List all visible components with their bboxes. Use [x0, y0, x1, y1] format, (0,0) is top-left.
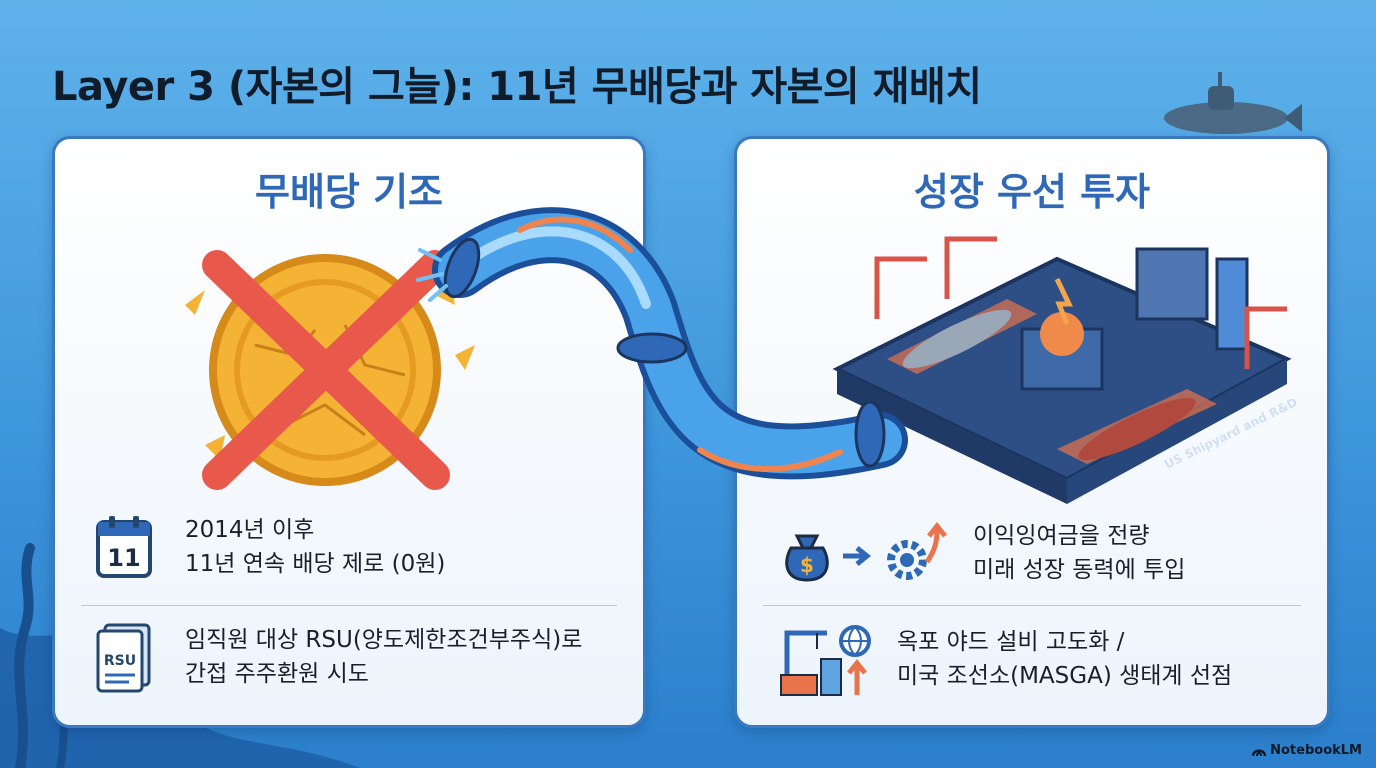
capital-flow-pipe: [416, 207, 908, 480]
item-line: 옥포 야드 설비 고도화 /: [897, 629, 1125, 655]
no-dividend-heading: 무배당 기조: [254, 170, 444, 214]
list-item: 11 2014년 이후 11년 연속 배당 제로 (0원): [95, 513, 623, 581]
rsu-label: RSU: [104, 653, 136, 669]
page-title: Layer 3 (자본의 그늘): 11년 무배당과 자본의 재배치: [52, 64, 982, 110]
growth-investment-heading: 성장 우선 투자: [913, 170, 1151, 214]
no-dividend-panel: 무배당 기조 11 2014년 이후 11년 연속 배당 제로 (0원) RSU: [52, 136, 646, 728]
shipyard-crane-globe-icon: [780, 625, 871, 696]
calendar-icon: 11: [96, 516, 152, 578]
item-line: 미국 조선소(MASGA) 생태계 선점: [897, 663, 1233, 689]
brand-watermark: NotebookLM: [1252, 743, 1362, 758]
item-line: 2014년 이후: [185, 517, 315, 543]
submarine-icon: [1164, 72, 1302, 134]
item-line: 임직원 대상 RSU(양도제한조건부주식)로: [185, 627, 583, 653]
divider: [81, 605, 617, 606]
money-bag-to-gear-icon: $: [785, 522, 947, 582]
rsu-document-icon: RSU: [96, 623, 151, 693]
item-line: 11년 연속 배당 제로 (0원): [185, 551, 446, 577]
brand-name: NotebookLM: [1270, 743, 1362, 758]
item-line: 이익잉여금을 전량: [973, 523, 1150, 549]
notebooklm-logo-icon: [1252, 749, 1267, 756]
item-line: 미래 성장 동력에 투입: [973, 557, 1186, 583]
divider: [763, 605, 1301, 606]
calendar-number: 11: [107, 544, 140, 572]
shipyard-illustration: US Shipyard and R&D: [832, 236, 1300, 504]
item-line: 간접 주주환원 시도: [185, 661, 369, 687]
svg-text:$: $: [800, 553, 814, 577]
crossed-coin-icon: [185, 250, 475, 490]
list-item: RSU 임직원 대상 RSU(양도제한조건부주식)로 간접 주주환원 시도: [95, 621, 623, 693]
list-item: 옥포 야드 설비 고도화 / 미국 조선소(MASGA) 생태계 선점: [777, 621, 1307, 697]
list-item: $ 이익잉여금을 전량 미래 성장 동력에 투입: [777, 519, 1307, 587]
